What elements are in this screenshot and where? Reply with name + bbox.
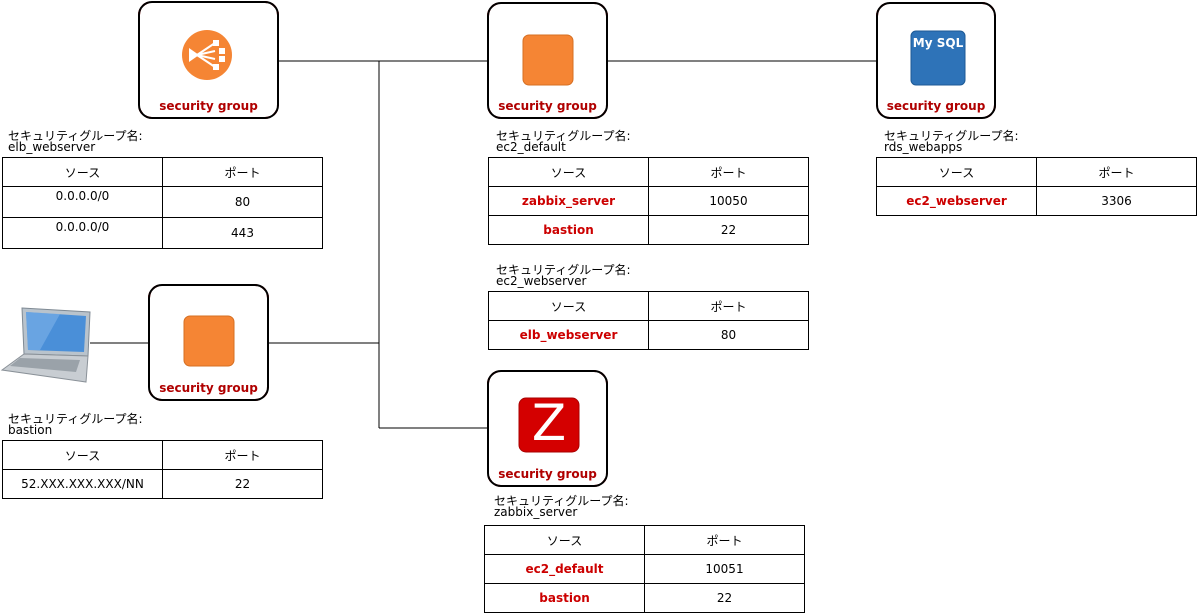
sg-name-bastion: bastion bbox=[8, 423, 53, 437]
sg-label: security group bbox=[159, 99, 258, 113]
table-row: bastion 22 bbox=[488, 215, 809, 245]
header-source: ソース bbox=[488, 157, 649, 187]
rule-source: bastion bbox=[488, 215, 649, 245]
rule-port: 443 bbox=[162, 217, 323, 249]
sg-elb-box[interactable]: security group bbox=[138, 1, 279, 119]
header-source: ソース bbox=[2, 157, 163, 187]
caption-elb: セキュリティグループ名: elb_webserver bbox=[8, 129, 143, 154]
header-source: ソース bbox=[876, 157, 1037, 187]
header-port: ポート bbox=[648, 291, 809, 321]
mysql-label: My SQL bbox=[912, 36, 964, 50]
sg-name-ec2-default: ec2_default bbox=[496, 140, 566, 154]
table-row: elb_webserver 80 bbox=[488, 320, 809, 350]
sg-label: security group bbox=[886, 99, 986, 113]
table-row: 0.0.0.0/0 443 bbox=[2, 217, 323, 249]
sg-name-zabbix: zabbix_server bbox=[494, 505, 578, 519]
header-source: ソース bbox=[488, 291, 649, 321]
rule-port: 22 bbox=[162, 469, 323, 499]
ec2-instance-icon bbox=[183, 315, 235, 367]
header-port: ポート bbox=[648, 157, 809, 187]
sg-zabbix-box[interactable]: Z security group bbox=[487, 370, 608, 487]
caption-ec2-default: セキュリティグループ名: ec2_default bbox=[496, 129, 631, 154]
sg-name-rds: rds_webapps bbox=[884, 140, 963, 154]
rule-port: 22 bbox=[644, 583, 805, 613]
caption-ec2-webserver: セキュリティグループ名: ec2_webserver bbox=[496, 263, 631, 288]
rule-source: zabbix_server bbox=[488, 186, 649, 216]
table-row: bastion 22 bbox=[484, 583, 805, 613]
caption-prefix: セキュリティグループ名: bbox=[8, 412, 143, 426]
zabbix-z-icon bbox=[518, 397, 580, 453]
caption-prefix: セキュリティグループ名: bbox=[8, 129, 143, 143]
rules-table-ec2-default: ソース ポート zabbix_server 10050 bastion 22 bbox=[488, 157, 809, 245]
sg-ec2-default-box[interactable]: security group bbox=[487, 2, 608, 119]
rule-source: ec2_default bbox=[484, 554, 645, 584]
header-source: ソース bbox=[2, 440, 163, 470]
table-row: ec2_default 10051 bbox=[484, 554, 805, 584]
header-source: ソース bbox=[484, 525, 645, 555]
header-port: ポート bbox=[1036, 157, 1197, 187]
sg-label: security group bbox=[498, 467, 597, 481]
rule-source: elb_webserver bbox=[488, 320, 649, 350]
ec2-instance-icon bbox=[522, 34, 574, 86]
rule-port: 10051 bbox=[644, 554, 805, 584]
caption-prefix: セキュリティグループ名: bbox=[496, 129, 631, 143]
rule-source: 0.0.0.0/0 bbox=[2, 217, 163, 249]
rule-port: 3306 bbox=[1036, 186, 1197, 216]
rule-source: 52.XXX.XXX.XXX/NN bbox=[2, 469, 163, 499]
rules-table-bastion: ソース ポート 52.XXX.XXX.XXX/NN 22 bbox=[2, 440, 323, 499]
table-row: 52.XXX.XXX.XXX/NN 22 bbox=[2, 469, 323, 499]
rules-table-elb: ソース ポート 0.0.0.0/0 80 0.0.0.0/0 443 bbox=[2, 157, 323, 249]
table-row: zabbix_server 10050 bbox=[488, 186, 809, 216]
caption-bastion: セキュリティグループ名: bastion bbox=[8, 412, 143, 437]
header-port: ポート bbox=[162, 157, 323, 187]
caption-zabbix: セキュリティグループ名: zabbix_server bbox=[494, 494, 629, 519]
rule-source: 0.0.0.0/0 bbox=[2, 186, 163, 218]
rule-port: 80 bbox=[162, 186, 323, 218]
zabbix-letter: Z bbox=[531, 394, 567, 452]
rules-table-zabbix: ソース ポート ec2_default 10051 bastion 22 bbox=[484, 525, 805, 613]
caption-prefix: セキュリティグループ名: bbox=[494, 494, 629, 508]
sg-rds-box[interactable]: My SQL security group bbox=[876, 2, 996, 119]
elb-load-balancer-icon bbox=[182, 30, 232, 80]
rules-table-ec2-webserver: ソース ポート elb_webserver 80 bbox=[488, 291, 809, 350]
header-port: ポート bbox=[162, 440, 323, 470]
caption-prefix: セキュリティグループ名: bbox=[496, 263, 631, 277]
rule-port: 80 bbox=[648, 320, 809, 350]
rule-port: 10050 bbox=[648, 186, 809, 216]
table-row: 0.0.0.0/0 80 bbox=[2, 186, 323, 218]
rules-table-rds: ソース ポート ec2_webserver 3306 bbox=[876, 157, 1197, 216]
table-row: ec2_webserver 3306 bbox=[876, 186, 1197, 216]
rule-source: bastion bbox=[484, 583, 645, 613]
sg-label: security group bbox=[159, 381, 258, 395]
rule-port: 22 bbox=[648, 215, 809, 245]
sg-label: security group bbox=[498, 99, 597, 113]
caption-prefix: セキュリティグループ名: bbox=[884, 129, 1019, 143]
rule-source: ec2_webserver bbox=[876, 186, 1037, 216]
header-port: ポート bbox=[644, 525, 805, 555]
sg-name-ec2-webserver: ec2_webserver bbox=[496, 274, 587, 288]
mysql-database-icon bbox=[910, 30, 966, 86]
sg-bastion-box[interactable]: security group bbox=[148, 284, 269, 401]
laptop-icon bbox=[0, 307, 91, 383]
caption-rds: セキュリティグループ名: rds_webapps bbox=[884, 129, 1019, 154]
sg-name-elb: elb_webserver bbox=[8, 140, 96, 154]
